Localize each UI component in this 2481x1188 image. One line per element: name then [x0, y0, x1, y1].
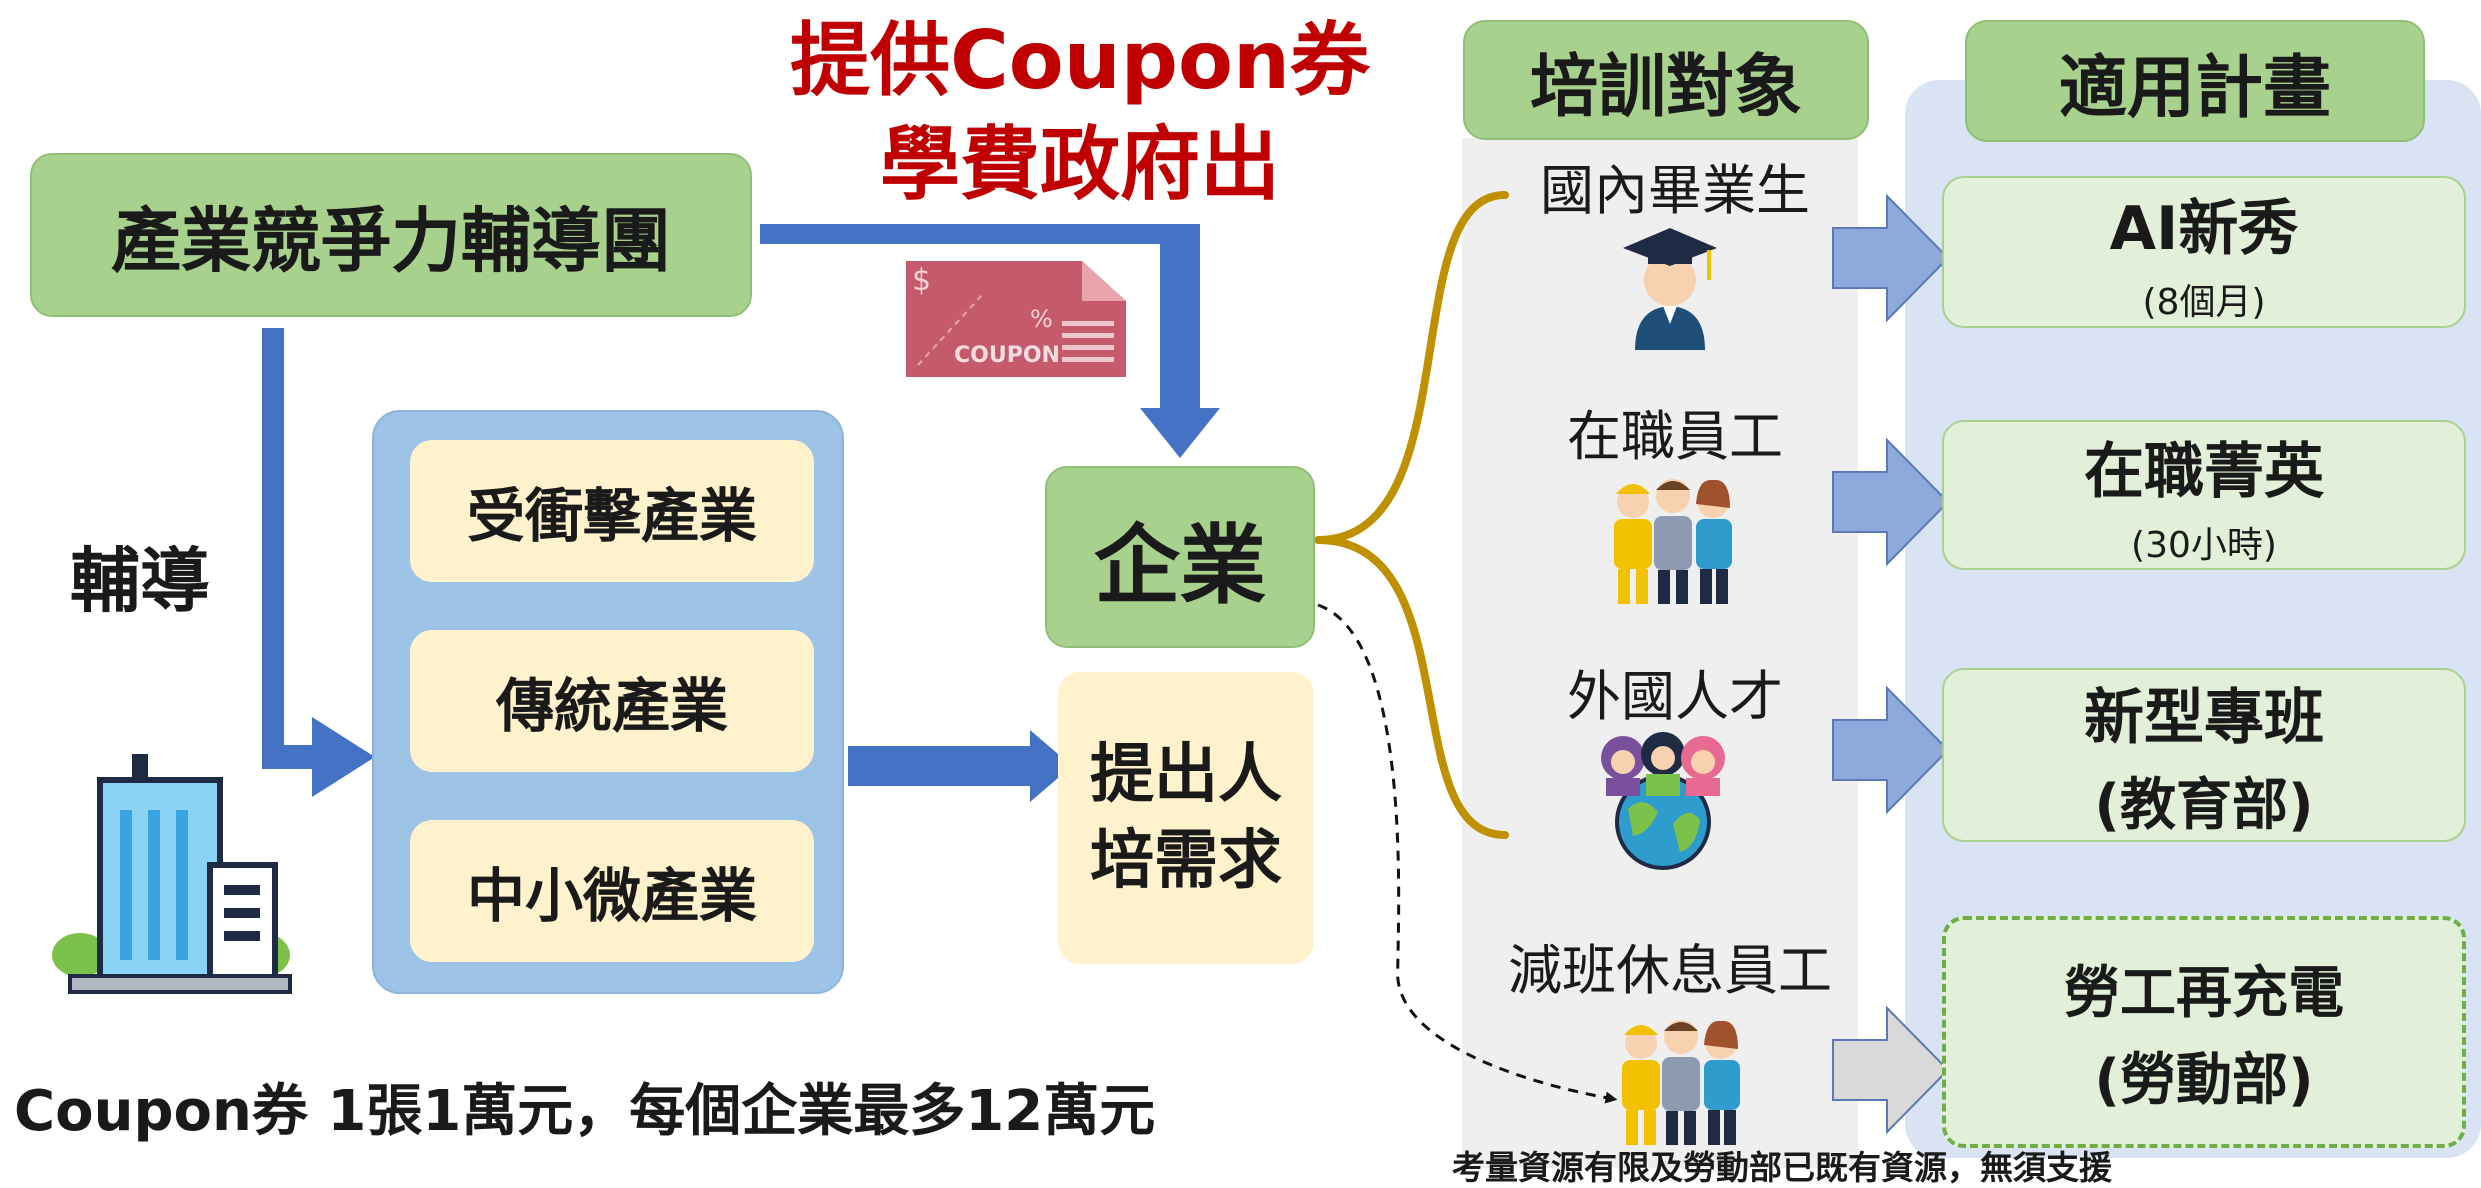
- guide-label: 輔導: [70, 539, 210, 622]
- team-box: 產業競爭力輔導團: [30, 153, 752, 317]
- trainee-label-employees: 在職員工: [1567, 404, 1783, 468]
- plan-onjob-elite: 在職菁英 (30小時): [1942, 420, 2466, 570]
- dashed-connector: [1317, 603, 1618, 1104]
- globe-people-icon: [1601, 732, 1725, 870]
- plan-new-class: 新型專班 (教育部): [1942, 668, 2466, 842]
- guide-arrow: [262, 328, 375, 797]
- plan-subtitle: (勞動部): [2094, 1048, 2314, 1113]
- demand-text: 提出人培需求: [1090, 738, 1282, 898]
- plan-labor-recharge: 勞工再充電 (勞動部): [1942, 916, 2466, 1148]
- graduate-icon: [1623, 228, 1717, 350]
- trainee-plan-arrow-4: [1832, 1005, 1950, 1135]
- trainee-brace: [1314, 191, 1509, 839]
- plan-subtitle: (教育部): [2094, 773, 2314, 838]
- trainee-plan-arrow-1: [1832, 193, 1950, 323]
- team-to-enterprise-arrow: [760, 224, 1220, 458]
- plan-subtitle: (8個月): [2142, 281, 2266, 323]
- industry-traditional: 傳統產業: [410, 630, 814, 772]
- enterprise-box: 企業: [1045, 466, 1315, 648]
- plan-title: AI新秀: [2109, 193, 2299, 264]
- plan-subtitle: (30小時): [2131, 524, 2277, 566]
- trainee-label-foreign-talent: 外國人才: [1567, 664, 1783, 728]
- bottom-note: 考量資源有限及勞動部已既有資源，無須支援: [1452, 1148, 2112, 1187]
- footer-note: Coupon券 1張1萬元，每個企業最多12萬元: [14, 1079, 1156, 1144]
- coupon-text: COUPON: [954, 343, 1060, 368]
- coupon-shape: [906, 261, 1126, 377]
- trainee-plan-arrow-2: [1832, 437, 1950, 567]
- plan-title: 在職菁英: [2084, 436, 2324, 507]
- header-plans: 適用計畫: [1965, 20, 2425, 142]
- plan-title: 勞工再充電: [2064, 961, 2344, 1026]
- demand-box: 提出人培需求: [1058, 672, 1314, 964]
- industry-impacted: 受衝擊產業: [410, 440, 814, 582]
- workers-icon: [1614, 479, 1732, 604]
- coupon-image: $ % COUPON: [902, 255, 1130, 383]
- plan-title: 新型專班: [2084, 683, 2324, 753]
- workers-icon: [1622, 1020, 1740, 1145]
- coupon-percent: %: [1030, 305, 1053, 333]
- industries-to-demand-arrow: [848, 730, 1072, 802]
- headline-line2: 學費政府出: [880, 118, 1280, 211]
- building-icon: [52, 754, 292, 994]
- header-trainees: 培訓對象: [1463, 20, 1869, 140]
- coupon-dollar: $: [912, 263, 932, 298]
- trainee-label-graduates: 國內畢業生: [1540, 158, 1810, 222]
- plan-ai-rookie: AI新秀 (8個月): [1942, 176, 2466, 328]
- headline-line1: 提供Coupon券: [790, 14, 1370, 107]
- trainee-label-reduced-hours: 減班休息員工: [1508, 938, 1832, 1002]
- industry-smb: 中小微產業: [410, 820, 814, 962]
- trainee-plan-arrow-3: [1832, 685, 1950, 815]
